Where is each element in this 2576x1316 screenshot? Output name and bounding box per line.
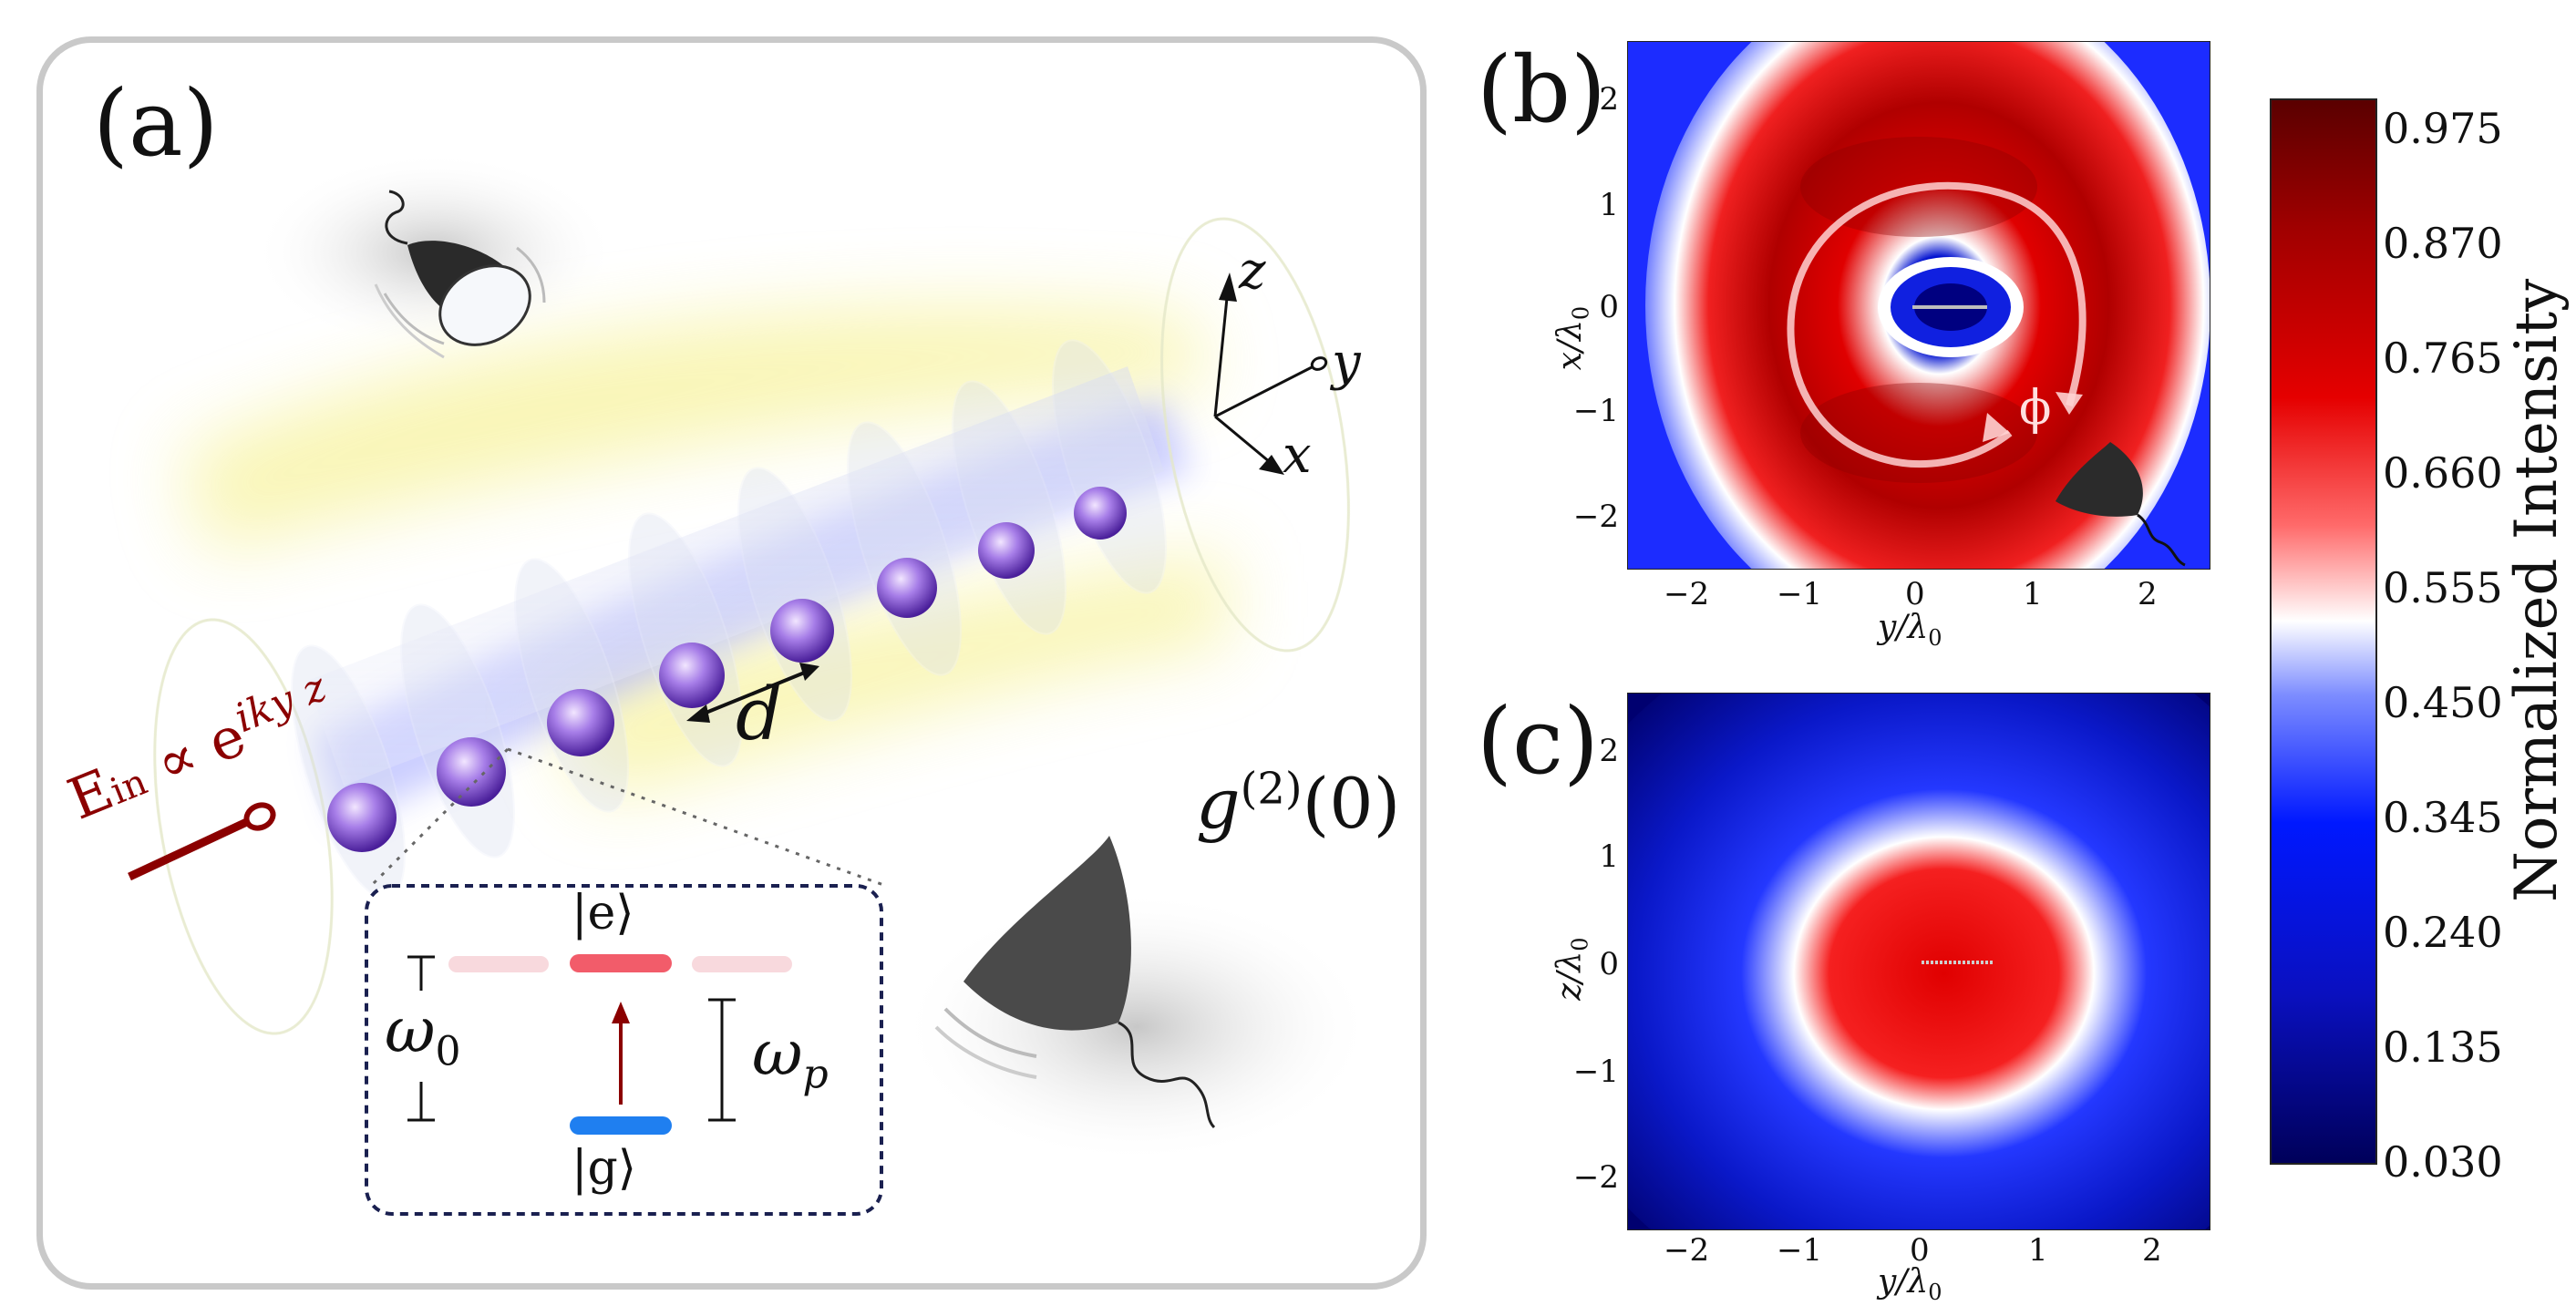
panel-b-xtick: −2 (1664, 576, 1710, 612)
panel-c-xtick: 2 (2142, 1232, 2162, 1269)
panel-a-illustration (128, 152, 1374, 1216)
panel-b-ytick: 0 (1599, 289, 1619, 325)
colorbar-tick: 0.240 (2383, 908, 2503, 957)
input-field-arrow (128, 802, 276, 881)
colorbar-tick: 0.870 (2383, 219, 2503, 268)
panel-c-ytick: 0 (1599, 946, 1619, 982)
omegap-symbol: ω (752, 1018, 803, 1090)
colorbar-tick: 0.765 (2383, 334, 2503, 383)
panel-c-label: (c) (1477, 688, 1600, 795)
panel-b-xtick: −1 (1777, 576, 1823, 612)
panel-c-xlabel-text: y/λ (1878, 1263, 1929, 1301)
panel-b-xtick: 2 (2138, 576, 2158, 612)
omega0-subscript: 0 (435, 1028, 461, 1075)
panel-c-ytick: 1 (1599, 838, 1619, 875)
g2-label: g(2)(0) (1196, 763, 1400, 844)
ground-state-label: |g⟩ (572, 1141, 637, 1196)
spacing-arrow (686, 663, 819, 723)
excited-state-label: |e⟩ (572, 886, 634, 941)
colorbar-tick: 0.135 (2383, 1023, 2503, 1072)
atom (659, 643, 725, 708)
colorbar-tick: 0.030 (2383, 1137, 2503, 1187)
omegap-label: ωp (752, 1018, 829, 1098)
panel-b-xtick: 1 (2023, 576, 2043, 612)
panel-b-xlabel-sub: 0 (1928, 625, 1942, 652)
panel-b-xlabel-text: y/λ (1878, 609, 1929, 646)
panel-c-xticks: −2 −1 0 1 2 (1627, 1232, 2210, 1269)
colorbar-ticks: 0.975 0.870 0.765 0.660 0.555 0.450 0.34… (2383, 98, 2510, 1187)
panel-c-xtick: 0 (1910, 1232, 1930, 1269)
detector-bottom-icon (934, 836, 1216, 1129)
excited-level (570, 954, 672, 972)
atom (437, 737, 506, 807)
atom-chain (327, 487, 1127, 852)
panel-c-xlabel: y/λ0 (1878, 1263, 1942, 1305)
colorbar-tick: 0.345 (2383, 793, 2503, 842)
panel-b-xtick: 0 (1905, 576, 1925, 612)
colorbar-label: Normalized Intensity (2503, 278, 2571, 902)
energy-level-inset (365, 884, 883, 1216)
panel-b-heatmap: ϕ (1627, 41, 2210, 570)
atom (770, 599, 834, 663)
g2-superscript: (2) (1240, 763, 1303, 815)
panel-c-ytick: −1 (1572, 1054, 1619, 1090)
atom (1074, 487, 1127, 540)
panel-b-yticks: 2 1 0 −1 −2 (1568, 41, 1619, 570)
coordinate-axes (1213, 272, 1328, 475)
atom (978, 522, 1035, 579)
atom (877, 558, 937, 618)
panel-b-ytick: 1 (1599, 187, 1619, 223)
axis-x-label: x (1283, 426, 1312, 485)
atom (547, 689, 614, 756)
omega0-symbol: ω (385, 995, 436, 1067)
panel-c-ytick: 2 (1599, 733, 1619, 769)
colorbar-tick: 0.660 (2383, 448, 2503, 498)
panel-b-xticks: −2 −1 0 1 2 (1627, 576, 2210, 612)
panel-c-xtick: −2 (1664, 1232, 1710, 1269)
detector-top-icon (374, 190, 546, 359)
panel-a-label: (a) (93, 70, 219, 177)
g2-symbol: g (1196, 763, 1241, 844)
omegap-subscript: p (802, 1051, 829, 1098)
panel-c-ytick: −2 (1572, 1159, 1619, 1196)
panel-c-xtick: −1 (1777, 1232, 1823, 1269)
spacing-label: d (736, 672, 783, 756)
panel-c-xtick: 1 (2028, 1232, 2048, 1269)
panel-a: (a) z y x d Ein ∝ eiky z g(2)(0) |e⟩ |g⟩… (36, 36, 1427, 1290)
colorbar-tick: 0.975 (2383, 104, 2503, 153)
panel-c-heatmap (1627, 693, 2210, 1230)
axis-z-label: z (1239, 242, 1266, 301)
panel-c-xlabel-sub: 0 (1928, 1280, 1942, 1306)
g2-argument: (0) (1302, 763, 1401, 844)
colorbar (2270, 98, 2377, 1165)
colorbar-tick: 0.555 (2383, 563, 2503, 612)
ground-level (570, 1116, 672, 1135)
axis-y-label: y (1332, 333, 1361, 392)
colorbar-tick: 0.450 (2383, 678, 2503, 727)
panel-b-ytick: 2 (1599, 81, 1619, 118)
atom (327, 783, 397, 852)
panel-b-label: (b) (1477, 36, 1607, 143)
panel-b-xlabel: y/λ0 (1878, 609, 1942, 651)
panel-c-yticks: 2 1 0 −1 −2 (1568, 693, 1619, 1230)
panel-b-ytick: −2 (1572, 499, 1619, 535)
phi-label: ϕ (2019, 381, 2051, 436)
panel-b-ytick: −1 (1572, 393, 1619, 429)
omega0-label: ω0 (385, 995, 460, 1075)
